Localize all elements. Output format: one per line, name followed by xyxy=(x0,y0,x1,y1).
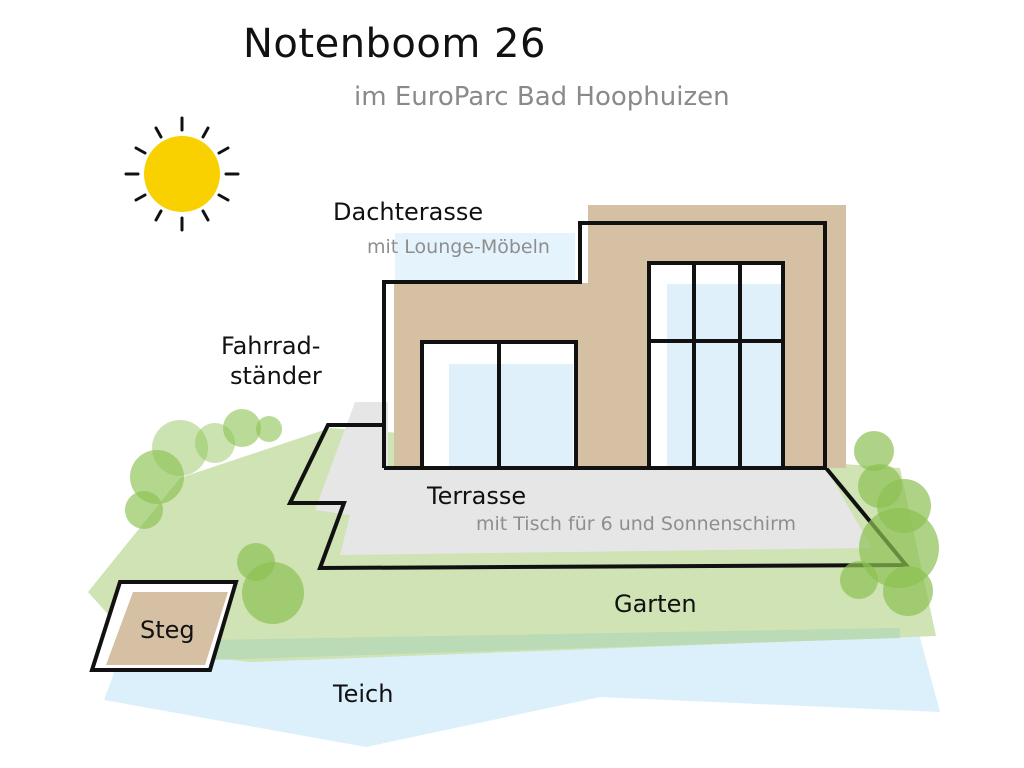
door-left-glass xyxy=(449,364,573,468)
page-subtitle: im EuroParc Bad Hoophuizen xyxy=(354,82,730,112)
jetty-label: Steg xyxy=(140,616,195,644)
roof-terrace-detail: mit Lounge-Möbeln xyxy=(367,236,550,258)
garden-label: Garten xyxy=(614,590,697,618)
roof-terrace-label: Dachterasse xyxy=(333,198,484,226)
roof-terrace-glass xyxy=(395,233,575,281)
sun-icon xyxy=(124,116,240,232)
window-right-glass xyxy=(667,284,781,468)
terrace-detail: mit Tisch für 6 und Sonnenschirm xyxy=(476,513,797,535)
terrace-area xyxy=(315,402,872,555)
shrubs-right xyxy=(840,431,939,616)
bike-rack-label-line2: ständer xyxy=(230,362,322,390)
house-outline xyxy=(382,221,827,470)
page-title: Notenboom 26 xyxy=(243,21,546,67)
shrubs-left xyxy=(125,409,304,624)
pond-label: Teich xyxy=(333,680,394,708)
garden-edge xyxy=(210,628,900,660)
terrace-label: Terrasse xyxy=(427,482,527,510)
bike-rack-label-line1: Fahrrad- xyxy=(221,332,321,360)
